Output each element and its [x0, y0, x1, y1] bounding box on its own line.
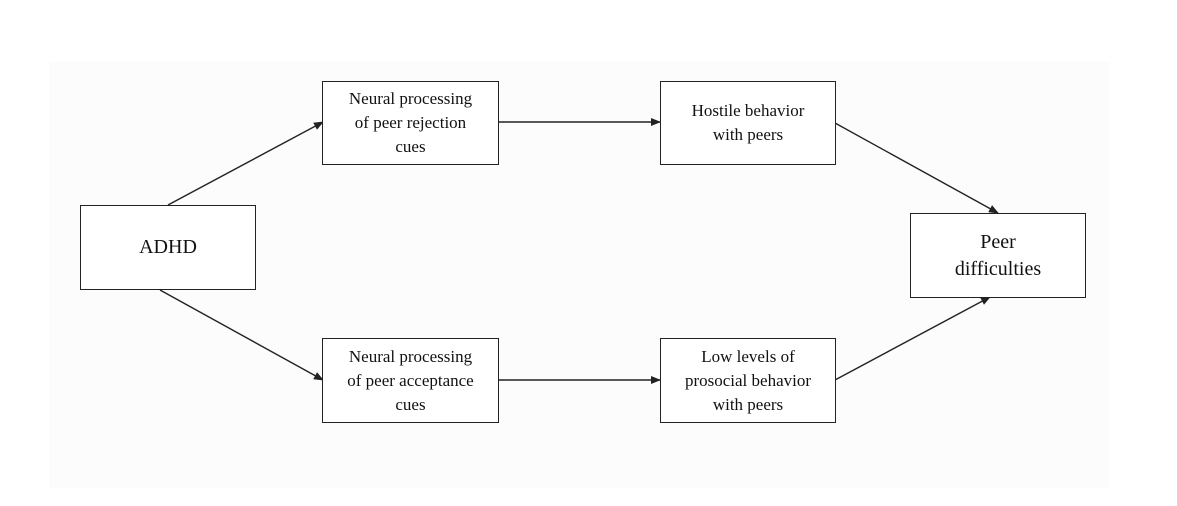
node-adhd-label: ADHD	[139, 236, 197, 258]
arrow-prosocial-to-peer-difficulties	[834, 296, 991, 381]
node-neural-rejection: Neural processing of peer rejection cues	[322, 81, 499, 165]
arrow-adhd-to-neural-rejection	[167, 121, 324, 206]
node-neural-acceptance-label: Neural processing of peer acceptance cue…	[347, 346, 474, 414]
arrow-adhd-to-neural-acceptance	[159, 289, 324, 381]
node-hostile-behavior: Hostile behavior with peers	[660, 81, 836, 165]
node-peer-difficulties: Peer difficulties	[910, 213, 1086, 298]
node-neural-acceptance: Neural processing of peer acceptance cue…	[322, 338, 499, 423]
node-hostile-behavior-label: Hostile behavior with peers	[691, 101, 805, 144]
node-prosocial-behavior-label: Low levels of prosocial behavior with pe…	[684, 346, 812, 414]
node-prosocial-behavior: Low levels of prosocial behavior with pe…	[660, 338, 836, 423]
node-peer-difficulties-label: Peer difficulties	[954, 230, 1042, 280]
node-neural-rejection-label: Neural processing of peer rejection cues	[348, 89, 473, 156]
arrow-hostile-to-peer-difficulties	[834, 122, 999, 214]
node-adhd: ADHD	[80, 205, 256, 290]
